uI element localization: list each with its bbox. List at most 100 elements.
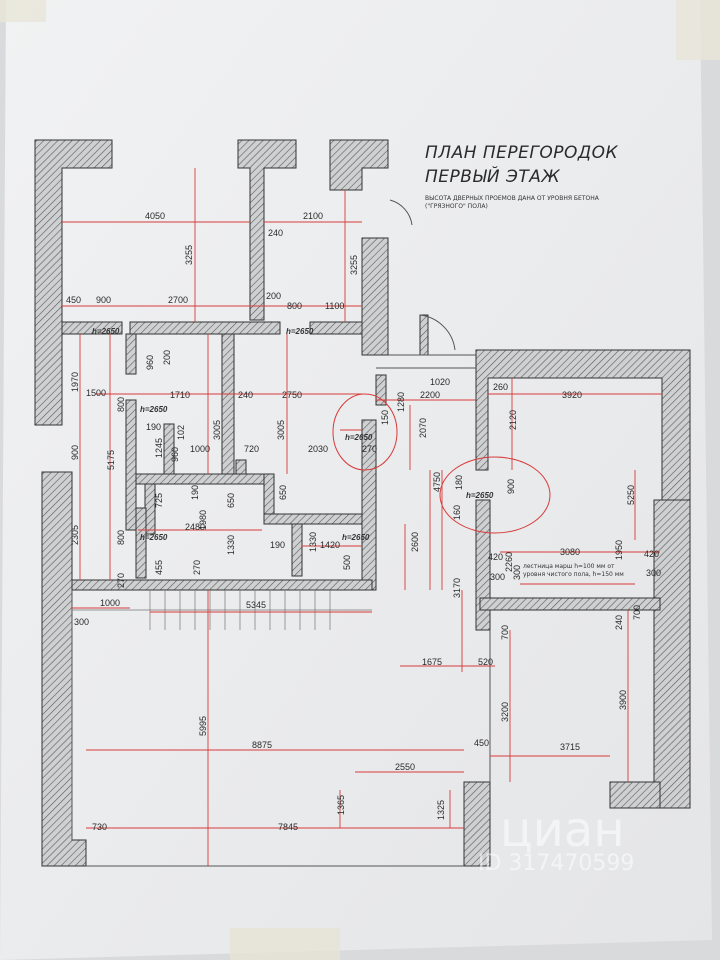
dim-label: 3080 (560, 547, 580, 557)
dim-label: 7845 (278, 822, 298, 832)
dim-label: 270 (192, 560, 202, 575)
dim-label: 450 (474, 738, 489, 748)
dim-label: 2200 (420, 390, 440, 400)
dim-label: 1100 (325, 301, 344, 311)
wall-right-horizontal (479, 597, 661, 611)
dim-label: 240 (268, 228, 283, 238)
wall-right-segment (361, 237, 389, 356)
dimension-labels: 4050 2100 3255 240 3255 200 450 900 2700… (66, 211, 661, 832)
dim-label: 8875 (252, 740, 272, 750)
wall-stair-top (71, 579, 373, 591)
dim-label: 650 (278, 485, 288, 500)
door-height-label: h=2650 (345, 433, 373, 442)
dim-label: 190 (190, 485, 200, 500)
wall-partition-b (221, 333, 235, 475)
dim-label: 1325 (436, 800, 446, 820)
dim-label: 2070 (418, 418, 428, 438)
dim-label: 200 (266, 291, 281, 301)
wall-corridor-left (61, 321, 123, 335)
dim-label: 3005 (276, 420, 286, 440)
dim-label: 1000 (190, 444, 210, 454)
dim-label: 160 (452, 505, 462, 520)
dim-label: 800 (116, 397, 126, 412)
plan-title: ПЛАН ПЕРЕГОРОДОК (425, 143, 619, 163)
watermark: циан ID 317470599 (478, 802, 634, 876)
dim-label: 240 (238, 390, 253, 400)
dim-label: 300 (74, 617, 89, 627)
dim-label: 725 (154, 493, 164, 508)
dim-label: 270 (362, 444, 377, 454)
wall-partition-c (125, 399, 137, 531)
dim-label: 2120 (508, 410, 518, 430)
dim-label: 4750 (432, 472, 442, 492)
wall-corridor-right (309, 321, 363, 335)
dim-label: 2305 (70, 525, 80, 545)
wall-partition-e (135, 473, 267, 485)
dim-label: 1000 (100, 598, 120, 608)
door-height-label: h=2650 (140, 533, 168, 542)
dim-label: 700 (500, 625, 510, 640)
dim-label: 260 (493, 382, 508, 392)
stair-note-line1: лестница марш h=100 мм от (523, 563, 615, 570)
dim-label: 180 (454, 475, 464, 490)
dim-label: 960 (145, 355, 155, 370)
dim-label: 300 (646, 568, 661, 578)
dim-label: 5250 (626, 485, 636, 505)
dim-label: 150 (380, 410, 390, 425)
wall-partition-k (291, 523, 303, 577)
dim-label: 520 (478, 657, 493, 667)
wall-outer-top-right-block (475, 349, 691, 501)
dim-label: 900 (96, 295, 111, 305)
tape-top-right (676, 0, 720, 60)
door-height-labels: h=2650 h=2650 h=2650 h=2650 h=2650 h=265… (92, 327, 494, 542)
dim-label: 730 (92, 822, 107, 832)
tape-bottom (230, 928, 340, 960)
dim-label: 5345 (246, 600, 266, 610)
dim-label: 700 (632, 605, 642, 620)
door-height-label: h=2650 (342, 533, 370, 542)
dim-label: 650 (226, 493, 236, 508)
dim-label: 1020 (430, 377, 450, 387)
dim-label: 4050 (145, 211, 165, 221)
dim-label: 800 (287, 301, 302, 311)
dim-label: 2100 (303, 211, 323, 221)
plan-note-line1: ВЫСОТА ДВЕРНЫХ ПРОЕМОВ ДАНА ОТ УРОВНЯ БЕ… (425, 195, 600, 202)
dim-label: 300 (512, 565, 522, 580)
plan-note-line2: ("ГРЯЗНОГО" ПОЛА) (425, 203, 488, 210)
wall-door-jamb (419, 314, 429, 356)
wall-outer-right-lower (653, 499, 691, 809)
dim-label: 1280 (396, 392, 406, 412)
wall-top-middle (237, 139, 297, 321)
stair-note-line2: уровня чистого пола, h=150 мм (523, 571, 624, 578)
dim-label: 5995 (198, 716, 208, 736)
wall-bottom-right-pier (463, 781, 491, 867)
dim-label: 2750 (282, 390, 302, 400)
dim-label: 2700 (168, 295, 188, 305)
dim-label: 3200 (500, 702, 510, 722)
dim-label: 1710 (170, 390, 190, 400)
dim-label: 455 (154, 560, 164, 575)
dim-label: 3005 (212, 420, 222, 440)
outline-lines (71, 199, 491, 867)
dim-label: 800 (116, 530, 126, 545)
dim-label: 2030 (308, 444, 328, 454)
wall-partition-a (125, 333, 137, 375)
dim-label: 1950 (614, 540, 624, 560)
dim-label: 1980 (198, 510, 208, 530)
dim-label: 450 (66, 295, 81, 305)
dim-label: 1365 (336, 795, 346, 815)
dim-label: 3900 (618, 690, 628, 710)
dim-label: 2600 (410, 532, 420, 552)
dim-label: 190 (146, 422, 161, 432)
dim-label: 3920 (562, 390, 582, 400)
wall-partition-m (375, 374, 387, 406)
dim-label: 720 (244, 444, 259, 454)
dim-label: 3170 (452, 578, 462, 598)
wall-partition-f (235, 459, 247, 475)
dim-label: 102 (176, 425, 186, 440)
dim-label: 200 (162, 350, 172, 365)
dim-label: 1330 (308, 532, 318, 552)
dim-label: 1420 (320, 540, 340, 550)
wall-outer-top-right (329, 139, 389, 191)
